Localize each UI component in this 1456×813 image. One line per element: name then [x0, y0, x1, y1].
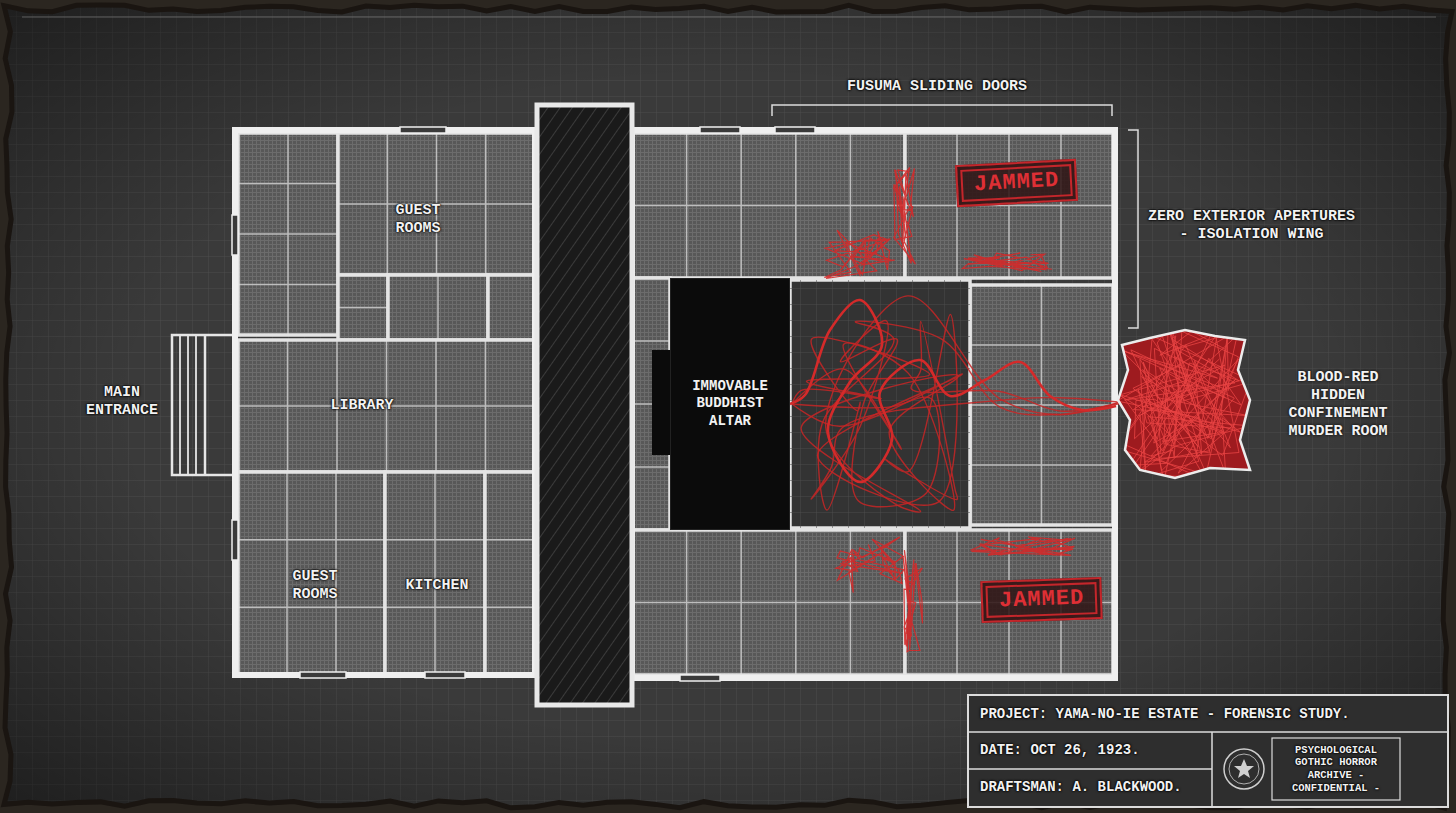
tatami-room: [388, 275, 488, 340]
tatami-room: [632, 133, 905, 278]
tatami-room: [905, 133, 1113, 278]
node-text: JAMMED: [974, 167, 1061, 199]
blood-scribble: [903, 550, 922, 652]
blood-scribble: [970, 537, 1075, 555]
rooms: [238, 133, 1113, 675]
burnt-edge: [4, 5, 1452, 808]
blood-scribble: [824, 230, 894, 278]
board: [4, 5, 1452, 808]
altar-base: [652, 350, 672, 455]
blood-scribble: [893, 167, 915, 264]
red-thread: [792, 321, 1120, 510]
sheet-line: [22, 17, 1436, 18]
node-text: JAMMED: [999, 585, 1085, 615]
node-text: IMMOVABLE BUDDHIST ALTAR: [679, 378, 781, 431]
altar-block: IMMOVABLE BUDDHIST ALTAR: [670, 278, 790, 530]
blob-scribble: [1116, 327, 1250, 481]
tatami-room: [905, 530, 1113, 675]
outer-wall: [235, 130, 535, 675]
plan-label: GUEST ROOMS: [378, 202, 458, 238]
plan-label: GUEST ROOMS: [275, 568, 355, 604]
tatami-room: [338, 133, 535, 275]
vignette: [4, 5, 1452, 808]
tatami-room: [632, 530, 905, 675]
tatami-room: [970, 285, 1113, 525]
blood-scribble: [962, 253, 1052, 271]
plan-label: KITCHEN: [405, 577, 468, 595]
window: [232, 215, 238, 255]
title-block-text: PROJECT: YAMA-NO-IE ESTATE - FORENSIC ST…: [980, 706, 1350, 723]
plan-label: ZERO EXTERIOR APERTURES - ISOLATION WING: [1144, 208, 1359, 244]
tatami-room: [488, 275, 535, 340]
window: [680, 675, 720, 681]
title-block-text: DRAFTSMAN: A. BLACKWOOD.: [980, 779, 1182, 796]
tatami-room: [385, 472, 485, 675]
blob-border: [1118, 330, 1250, 478]
window: [775, 127, 815, 133]
tatami-room: [338, 275, 388, 340]
plan-label: FUSUMA SLIDING DOORS: [847, 78, 1027, 96]
window: [425, 672, 465, 678]
tatami-room: [238, 472, 385, 675]
tatami-room: [238, 340, 535, 472]
window: [232, 520, 238, 560]
plan-label: MAIN ENTRANCE: [72, 384, 172, 420]
window: [300, 672, 346, 678]
node-text: BLOOD-RED HIDDEN CONFINEMENT MURDER ROOM: [1284, 369, 1392, 441]
plan-label: LIBRARY: [330, 397, 393, 415]
jammed-stamp: JAMMED: [981, 577, 1104, 623]
red-thread: [790, 300, 1116, 482]
bracket: [1128, 130, 1138, 328]
blood-scribble: [836, 537, 904, 592]
entrance-steps: [172, 335, 235, 475]
title-block-text: DATE: OCT 26, 1923.: [980, 742, 1140, 759]
red-thread: [792, 296, 1120, 512]
window: [700, 127, 740, 133]
window: [400, 127, 446, 133]
hatched-corridor: [537, 105, 632, 705]
title-block-text: PSYCHOLOGICAL GOTHIC HORROR ARCHIVE - CO…: [1277, 744, 1395, 794]
grid: [4, 5, 1452, 808]
title-block: [968, 695, 1448, 807]
jammed-stamp: JAMMED: [955, 159, 1078, 207]
tatami-room: [238, 133, 338, 335]
hidden-room: BLOOD-RED HIDDEN CONFINEMENT MURDER ROOM: [1116, 326, 1396, 486]
blob-fill: [1118, 330, 1250, 478]
bracket: [772, 105, 1112, 116]
tatami-room: [485, 472, 535, 675]
